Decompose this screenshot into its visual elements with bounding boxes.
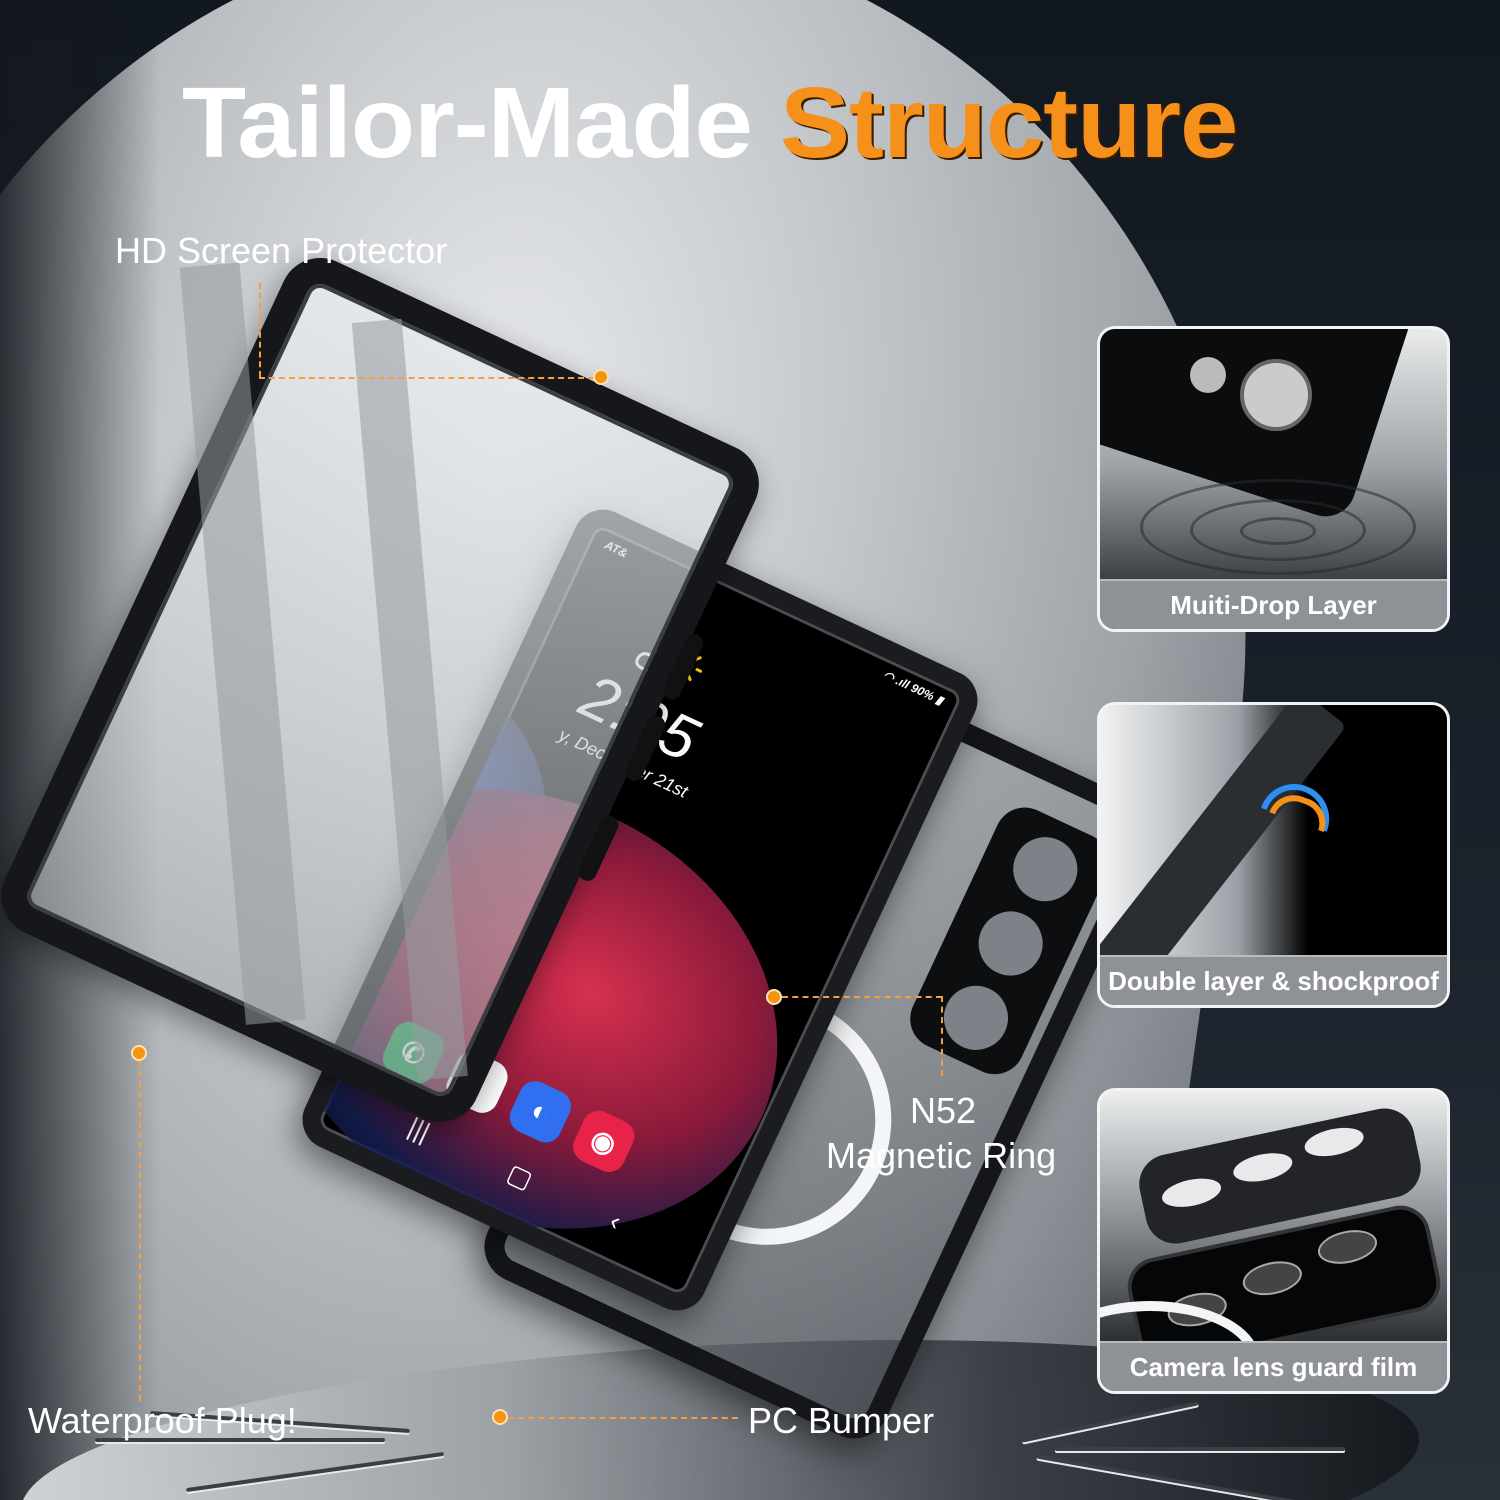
glass-reflection <box>351 318 468 1081</box>
callout-leader <box>139 1061 141 1401</box>
callout-waterproof-plug: Waterproof Plug! <box>28 1400 297 1441</box>
card-caption: Double layer & shockproof <box>1100 955 1447 1005</box>
title-part-white: Tailor-Made <box>182 67 753 179</box>
feature-card-lens-guard: Camera lens guard film <box>1097 1088 1450 1394</box>
camera-lens <box>1240 359 1312 431</box>
callout-magnetic-ring: Magnetic Ring <box>826 1135 1057 1176</box>
callout-dot <box>492 1409 508 1425</box>
back-button[interactable]: ‹ <box>605 1205 626 1237</box>
card-art-lens-guard <box>1100 1091 1447 1343</box>
callout-leader <box>508 1417 738 1419</box>
battery-percent: 90% <box>908 680 937 704</box>
card-art-shockproof <box>1100 705 1447 957</box>
callout-leader <box>782 996 942 998</box>
floor-line <box>1055 1447 1345 1451</box>
feature-card-multi-drop: Muiti-Drop Layer <box>1097 326 1450 632</box>
card-caption: Muiti-Drop Layer <box>1100 579 1447 629</box>
callout-leader <box>259 283 261 377</box>
water-ripple <box>1240 517 1316 545</box>
camera-hole <box>962 895 1059 992</box>
camera-hole <box>997 821 1094 918</box>
signal-icon: .ıll <box>893 673 912 692</box>
feature-card-double-layer: Double layer & shockproof <box>1097 702 1450 1008</box>
callout-screen-protector: HD Screen Protector <box>115 230 448 271</box>
card-art-drop <box>1100 329 1447 581</box>
water-ripple <box>1140 479 1416 575</box>
callout-leader <box>259 377 594 379</box>
bumper-strip <box>1100 705 1347 957</box>
water-ripple <box>1190 499 1366 561</box>
callout-dot <box>131 1045 147 1061</box>
status-bar: ◠ .ıll 90% ▮ <box>881 668 945 708</box>
battery-icon: ▮ <box>933 692 946 708</box>
page-title: Tailor-Made Structure <box>182 67 1238 179</box>
camera-lens <box>1190 357 1226 393</box>
card-caption: Camera lens guard film <box>1100 1341 1447 1391</box>
callout-n52: N52 <box>910 1090 977 1131</box>
title-part-orange: Structure <box>780 67 1238 179</box>
floor-line <box>95 1438 385 1442</box>
callout-dot <box>766 989 782 1005</box>
callout-dot <box>593 369 609 385</box>
callout-leader <box>941 996 943 1076</box>
callout-pc-bumper: PC Bumper <box>748 1400 935 1441</box>
